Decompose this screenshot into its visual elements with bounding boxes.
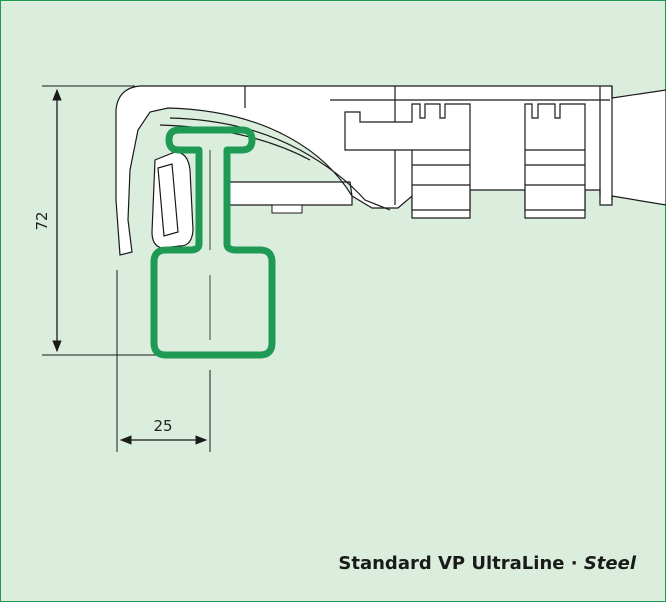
- product-name: Standard VP UltraLine: [338, 553, 565, 574]
- material-label: Steel: [583, 553, 636, 574]
- height-dimension: 72: [33, 85, 165, 356]
- caption-separator: ·: [564, 553, 584, 574]
- width-dimension: 25: [116, 270, 211, 452]
- steel-rail-profile: [150, 126, 276, 359]
- height-dimension-label: 72: [33, 211, 51, 230]
- fastener: [271, 204, 303, 214]
- width-dimension-label: 25: [153, 417, 172, 435]
- product-caption: Standard VP UltraLine · Steel: [338, 553, 636, 574]
- clip-blocks: [344, 103, 586, 211]
- roller-wheel: [151, 151, 194, 249]
